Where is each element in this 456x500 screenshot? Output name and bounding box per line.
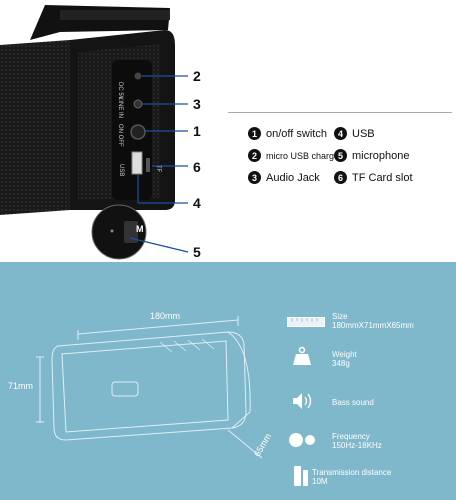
spec-transmission: Transmission distance 10M <box>312 468 392 486</box>
dimensions-panel: 180mm 71mm 65mm Size 180mmX71mmX65mm Wei… <box>0 262 456 500</box>
mic-button-label: M <box>136 224 144 234</box>
tf-slot <box>146 158 150 172</box>
microphone-inset <box>91 204 147 260</box>
speaker-outline-drawing <box>36 316 263 459</box>
callout-5: 5 <box>193 244 201 260</box>
label-usb: USB <box>118 164 124 177</box>
label-on-off: ON OFF <box>117 124 123 147</box>
spec-bass: Bass sound <box>332 398 374 407</box>
callout-3: 3 <box>193 96 201 112</box>
frequency-icon <box>289 433 315 447</box>
dim-height: 71mm <box>8 381 34 391</box>
ruler-icon <box>287 317 325 327</box>
usb-port <box>131 151 143 175</box>
spec-size: Size 180mmX71mmX65mm <box>332 312 414 330</box>
power-switch <box>130 124 146 140</box>
label-tf: TF <box>155 165 161 173</box>
spec-frequency: Frequency 150Hz-18KHz <box>332 432 382 450</box>
callout-lines <box>129 75 189 253</box>
speaker-side-photo <box>0 5 175 215</box>
top-panel: DC 5V LINE IN ON OFF USB TF M 2 3 1 6 4 … <box>0 5 452 260</box>
bluetooth-range-icon <box>294 466 308 486</box>
micro-usb-port <box>134 72 142 80</box>
spec-weight: Weight 348g <box>332 350 357 368</box>
dim-width: 180mm <box>150 311 181 321</box>
divider <box>228 112 452 113</box>
callout-6: 6 <box>193 159 201 175</box>
weight-icon <box>293 346 311 365</box>
label-line-in: LINE IN <box>117 97 123 119</box>
callout-4: 4 <box>193 195 201 211</box>
callout-2: 2 <box>193 68 201 84</box>
callout-1: 1 <box>193 123 201 139</box>
speaker-icon <box>293 393 312 409</box>
label-dc: DC 5V <box>117 82 123 100</box>
